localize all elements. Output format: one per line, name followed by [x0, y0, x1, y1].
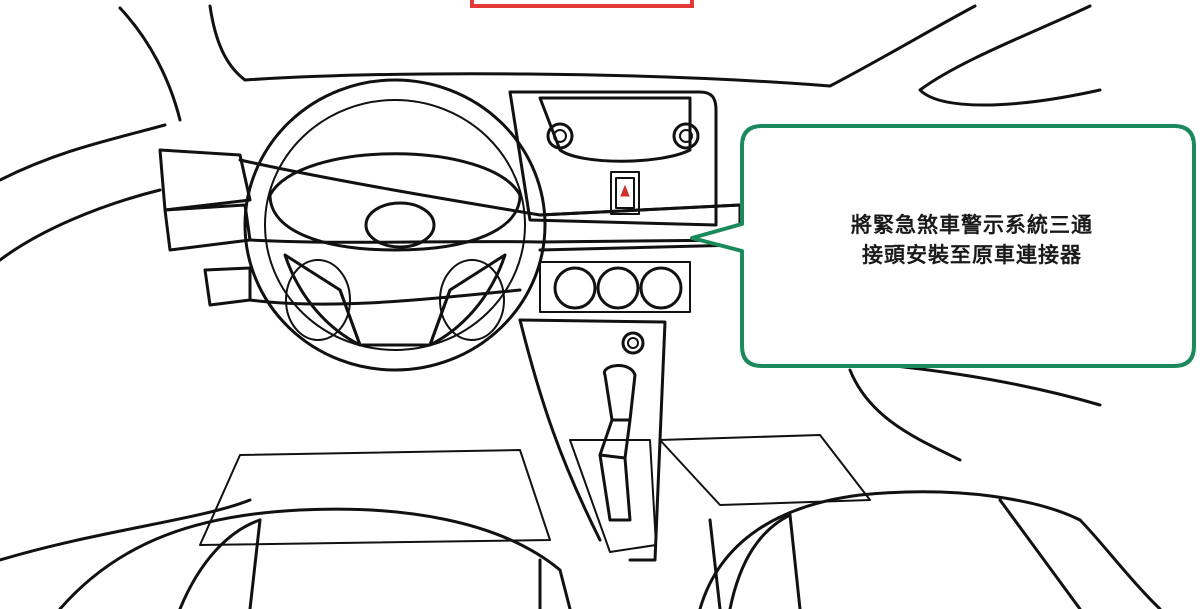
- windshield-frame: [0, 4, 1102, 262]
- steering-wheel: [243, 78, 547, 372]
- right-side-lines: [798, 358, 1102, 462]
- callout-line-1: 將緊急煞車警示系統三通: [851, 213, 1093, 237]
- right-seat: [698, 490, 1082, 609]
- instruction-callout: 將緊急煞車警示系統三通 接頭安裝至原車連接器: [690, 124, 1196, 368]
- hazard-triangle-icon: [620, 184, 630, 197]
- callout-line-2: 接頭安裝至原車連接器: [862, 243, 1082, 267]
- hazard-switch: [610, 171, 640, 215]
- gear-console: [518, 318, 667, 562]
- top-red-marker: [470, 0, 694, 8]
- callout-text: 將緊急煞車警示系統三通 接頭安裝至原車連接器: [802, 210, 1142, 270]
- center-stack: [508, 90, 718, 227]
- climate-knobs: [539, 261, 691, 313]
- left-door-panel: [158, 148, 252, 307]
- callout-bubble: [690, 124, 1196, 368]
- left-seat: [58, 507, 572, 609]
- right-door: [1078, 518, 1162, 609]
- floor-mats: [0, 434, 871, 562]
